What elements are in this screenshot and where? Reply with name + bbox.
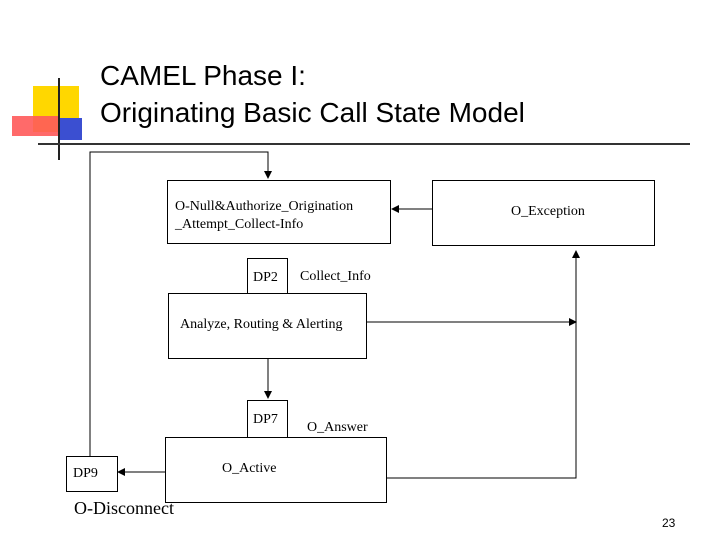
slide-title-line2: Originating Basic Call State Model [100,97,525,128]
o-answer-label: O_Answer [307,420,368,435]
pic-o-null-box [167,180,391,244]
dp2-box [247,258,288,294]
decor-blue-square [58,118,82,140]
dp9-label: DP9 [73,466,98,481]
collect-info-label: Collect_Info [300,269,371,284]
analyze-routing-alerting-label: Analyze, Routing & Alerting [180,317,343,332]
o-active-box [165,437,387,503]
o-disconnect-label: O-Disconnect [74,498,174,518]
page-number: 23 [662,516,676,530]
decor-red-bar [12,116,58,136]
dp7-label: DP7 [253,412,278,427]
o-active-label: O_Active [222,461,277,476]
pic-o-null-label-line1: O-Null&Authorize_Origination [175,199,354,214]
analyze-routing-alerting-box [168,293,367,359]
slide-title-line1: CAMEL Phase I: [100,60,306,91]
dp9-box [66,456,118,492]
decor-vertical-rule [58,78,60,160]
o-exception-label: O_Exception [511,204,585,219]
dp7-box [247,400,288,438]
dp2-label: DP2 [253,270,278,285]
o-exception-box [432,180,655,246]
decor-horizontal-rule [38,143,690,145]
pic-o-null-label-line2: _Attempt_Collect-Info [175,217,304,232]
